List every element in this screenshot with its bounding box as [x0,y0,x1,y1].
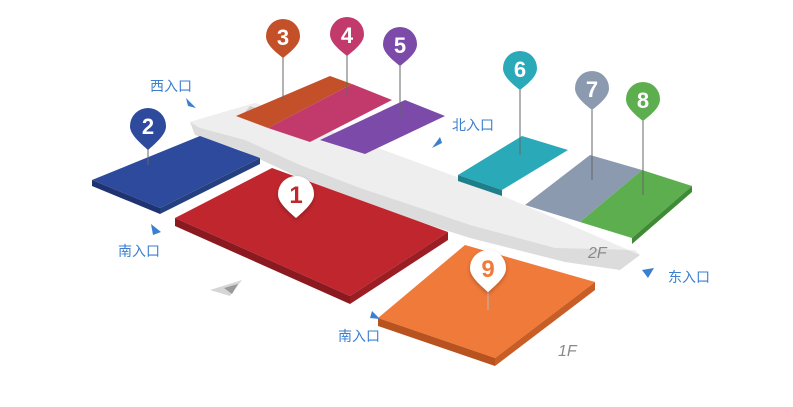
south-entrance-left-label[interactable]: 南入口 [118,243,160,259]
hall-5-block[interactable] [320,100,445,154]
pin-label-1: 1 [289,182,302,209]
hall-1-block[interactable] [175,168,448,304]
floor-1f-label: 1F [558,343,578,360]
pin-hall-7[interactable]: 7 [575,71,609,180]
pin-label-8: 8 [637,88,649,113]
north-entrance-arrow-icon [432,137,442,148]
pin-hall-3[interactable]: 3 [266,19,300,100]
pin-hall-8[interactable]: 8 [626,82,660,195]
pin-label-2: 2 [142,114,154,139]
pin-label-7: 7 [586,77,598,102]
east-entrance-arrow-icon [642,268,654,278]
pin-label-3: 3 [277,25,289,50]
pin-label-9: 9 [481,256,494,283]
hall-9-block[interactable] [378,245,595,366]
pin-hall-1[interactable]: 1 [278,176,314,218]
west-entrance-arrow-icon [186,98,196,108]
pin-label-5: 5 [394,33,406,58]
north-entrance-label[interactable]: 北入口 [452,117,494,133]
pin-hall-9[interactable]: 9 [470,250,506,310]
south-entrance-center-arrow-icon [370,311,380,319]
hall-2-block[interactable] [92,136,260,214]
south-entrance-left-arrow-icon [151,224,161,235]
hall-7-block[interactable] [525,155,642,222]
compass-arrow-icon [210,280,242,296]
pin-hall-6[interactable]: 6 [503,51,537,155]
west-entrance-label[interactable]: 西入口 [150,78,192,94]
hall-3-block[interactable] [236,76,352,128]
hall-6-block[interactable] [458,136,568,196]
pin-label-4: 4 [341,23,354,48]
hall-4-block[interactable] [268,84,392,142]
pin-hall-4[interactable]: 4 [330,17,364,96]
pin-label-6: 6 [514,57,526,82]
south-entrance-center-label[interactable]: 南入口 [338,328,380,344]
pin-hall-5[interactable]: 5 [383,27,417,118]
pin-hall-2[interactable]: 2 [130,108,166,165]
east-entrance-label[interactable]: 东入口 [668,269,710,285]
floor-2f-label: 2F [587,245,608,262]
hall-8-block[interactable] [580,170,692,244]
